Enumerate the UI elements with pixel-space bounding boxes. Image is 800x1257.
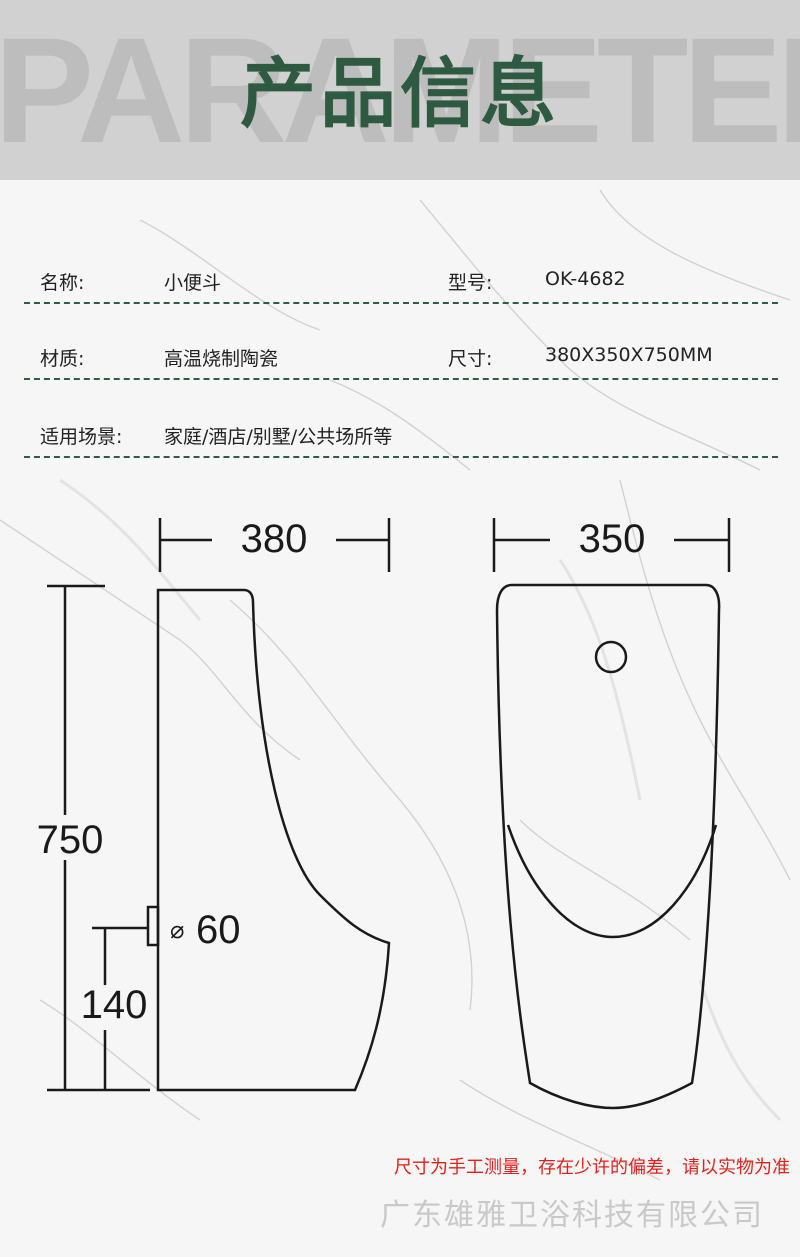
spec-row-material-size: 材质: 高温烧制陶瓷 尺寸: 380X350X750MM xyxy=(24,338,778,380)
urinal-bowl-opening xyxy=(506,824,718,939)
urinal-front-view xyxy=(495,583,721,1110)
company-watermark: 广东雄雅卫浴科技有限公司 xyxy=(380,1198,764,1233)
spec-row-scene: 适用场景: 家庭/酒店/别墅/公共场所等 xyxy=(24,416,778,458)
name-label: 名称: xyxy=(40,272,85,294)
diameter-symbol: ⌀ xyxy=(170,916,184,944)
size-label: 尺寸: xyxy=(448,348,493,370)
page-title: 产品信息 xyxy=(240,49,560,138)
size-value: 380X350X750MM xyxy=(545,344,713,366)
material-value: 高温烧制陶瓷 xyxy=(164,348,279,370)
side-width-label: 380 xyxy=(241,517,308,561)
dimension-drawing: 380 350 750 140 ⌀ 60 xyxy=(37,517,731,1110)
outlet-stub xyxy=(146,905,160,947)
water-inlet-hole xyxy=(594,640,628,674)
measurement-note: 尺寸为手工测量，存在少许的偏差，请以实物为准 xyxy=(394,1157,790,1178)
name-value: 小便斗 xyxy=(164,272,222,294)
outlet-height-label: 140 xyxy=(81,983,148,1027)
urinal-side-view xyxy=(156,588,391,1092)
total-height-label: 750 xyxy=(37,818,104,862)
front-width-label: 350 xyxy=(579,517,646,561)
material-label: 材质: xyxy=(40,348,85,370)
spec-row-name-model: 名称: 小便斗 型号: OK-4682 xyxy=(24,262,778,304)
scene-label: 适用场景: xyxy=(40,426,123,448)
outlet-diameter-label: 60 xyxy=(196,908,241,952)
scene-value: 家庭/酒店/别墅/公共场所等 xyxy=(164,426,393,448)
model-label: 型号: xyxy=(448,272,493,294)
header-banner: PARAMETER 产品信息 xyxy=(0,0,800,180)
model-value: OK-4682 xyxy=(545,268,626,290)
header-background-word: PARAMETER xyxy=(0,6,800,174)
